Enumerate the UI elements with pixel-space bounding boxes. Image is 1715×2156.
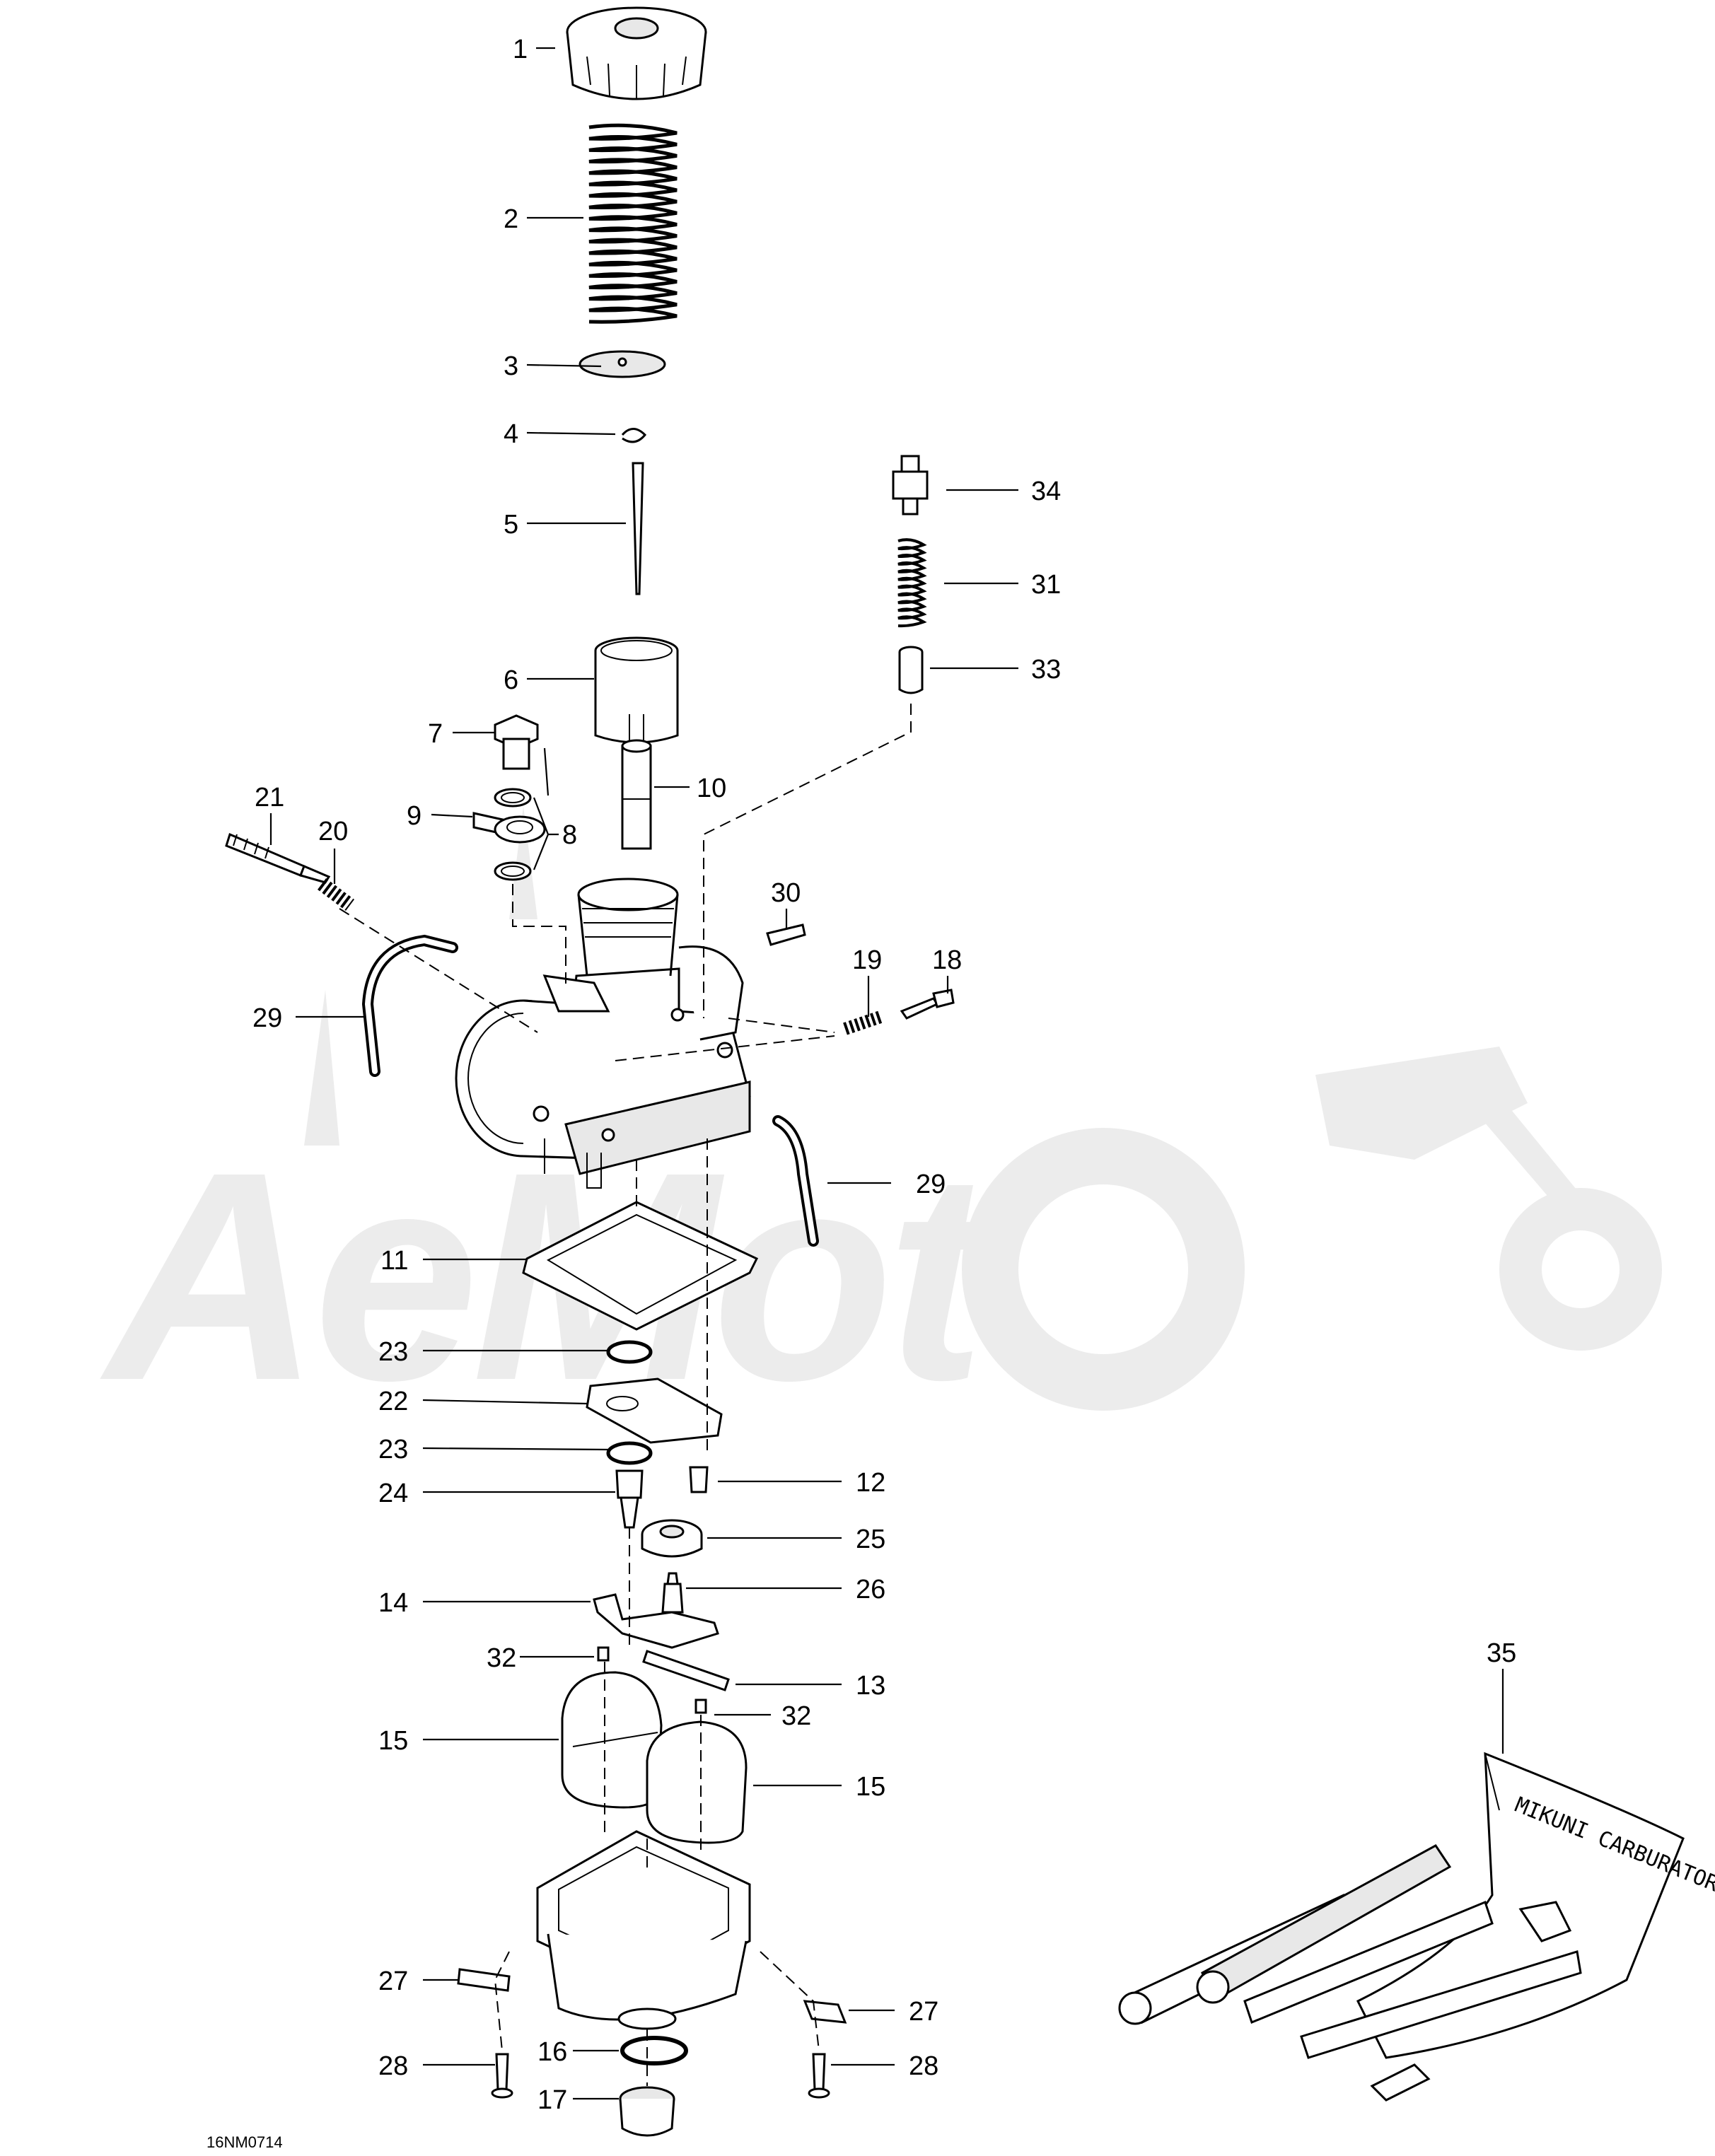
callout-11: 11 xyxy=(380,1246,408,1276)
callout-31: 31 xyxy=(1031,570,1061,600)
callout-12: 12 xyxy=(856,1468,885,1498)
callout-23-lower: 23 xyxy=(378,1435,408,1464)
callout-19: 19 xyxy=(852,945,882,975)
part-15-float-left xyxy=(561,1671,663,1809)
callout-28-right: 28 xyxy=(909,2051,938,2081)
callout-14: 14 xyxy=(378,1588,408,1618)
part-5-jet-needle xyxy=(632,462,644,595)
part-32-float-pin-upper xyxy=(597,1646,610,1662)
part-2-throttle-valve-spring xyxy=(588,123,678,324)
callout-29-left: 29 xyxy=(252,1003,282,1033)
part-26-main-jet xyxy=(661,1572,684,1614)
part-33-cable-guide xyxy=(898,646,924,694)
callout-2: 2 xyxy=(504,204,518,234)
callout-3: 3 xyxy=(504,351,518,381)
callout-13: 13 xyxy=(856,1671,885,1701)
callout-30: 30 xyxy=(771,878,801,908)
part-19-throttle-stop-spring xyxy=(843,1010,883,1035)
callout-35: 35 xyxy=(1487,1638,1516,1668)
callout-33: 33 xyxy=(1031,655,1061,684)
callouts: 1 2 3 4 5 6 7 8 9 10 21 20 30 19 18 29 2… xyxy=(252,35,1516,2115)
callout-32-upper: 32 xyxy=(487,1643,516,1673)
part-float-bowl xyxy=(536,1830,751,2030)
part-29-vent-hose-right xyxy=(772,1115,819,1247)
part-20-pilot-screw-spring xyxy=(318,878,354,911)
part-8-washers xyxy=(494,788,532,881)
callout-20: 20 xyxy=(318,817,348,846)
callout-24: 24 xyxy=(378,1479,408,1508)
callout-1: 1 xyxy=(513,35,528,64)
part-27-clip-left xyxy=(457,1968,511,1992)
part-30-screw xyxy=(766,923,806,946)
part-25-baffle xyxy=(641,1519,703,1558)
part-carburetor-body xyxy=(455,878,751,1189)
callout-7: 7 xyxy=(428,719,443,749)
part-14-float-arm xyxy=(593,1593,719,1649)
part-32-float-pin-lower xyxy=(694,1698,707,1714)
part-34-cable-adjuster xyxy=(892,455,929,515)
callout-21: 21 xyxy=(255,783,284,812)
part-23-o-ring-lower xyxy=(606,1441,653,1465)
callout-23-upper: 23 xyxy=(378,1337,408,1367)
part-24-needle-jet xyxy=(615,1469,644,1529)
watermark: AeMoto xyxy=(97,806,1662,1443)
callout-22: 22 xyxy=(378,1387,408,1416)
part-29-vent-hose-left xyxy=(361,934,458,1077)
part-3-spring-seat xyxy=(579,350,666,378)
callout-18: 18 xyxy=(932,945,962,975)
part-16-o-ring xyxy=(620,2036,688,2065)
part-17-drain-plug xyxy=(619,2086,675,2137)
parts: MIKUNI CARBURATOR SPECIAL TOOLS xyxy=(225,6,1715,2137)
callout-15-right: 15 xyxy=(856,1772,885,1802)
part-12-pilot-jet xyxy=(689,1466,709,1493)
part-15-float-right xyxy=(646,1720,748,1844)
callout-34: 34 xyxy=(1031,477,1061,506)
part-21-pilot-air-screw xyxy=(225,832,331,884)
callout-10: 10 xyxy=(697,774,726,803)
part-11-float-chamber-gasket xyxy=(522,1201,759,1331)
part-1-mixing-chamber-cap xyxy=(566,6,707,100)
callout-9: 9 xyxy=(407,801,422,831)
part-23-o-ring-upper xyxy=(606,1340,653,1364)
part-31-cable-spring xyxy=(897,538,927,628)
part-7-banjo-bolt xyxy=(494,714,539,770)
part-28-screw-right xyxy=(808,2053,830,2099)
callout-27-right: 27 xyxy=(909,1997,938,2027)
callout-16: 16 xyxy=(537,2037,567,2067)
callout-17: 17 xyxy=(537,2085,567,2115)
callout-6: 6 xyxy=(504,665,518,695)
callout-5: 5 xyxy=(504,510,518,540)
callout-28-left: 28 xyxy=(378,2051,408,2081)
part-4-e-ring xyxy=(621,428,647,443)
watermark-motorcycle xyxy=(962,1047,1662,1411)
part-9-fuel-fitting xyxy=(472,812,546,844)
callout-32-lower: 32 xyxy=(781,1701,811,1731)
figure-reference-code: 16NM0714 xyxy=(207,2133,283,2151)
part-27-clip-right xyxy=(803,2000,847,2024)
part-35-tool-kit: MIKUNI CARBURATOR SPECIAL TOOLS xyxy=(1118,1752,1715,2102)
callout-15-left: 15 xyxy=(378,1726,408,1756)
callout-27-left: 27 xyxy=(378,1966,408,1996)
callout-4: 4 xyxy=(504,419,518,449)
part-13-float-pin xyxy=(642,1650,730,1691)
assembly-lines xyxy=(339,704,912,2086)
part-22-plate xyxy=(586,1377,723,1444)
part-28-screw-left xyxy=(491,2053,513,2099)
leader-lines xyxy=(269,47,1504,2100)
callout-26: 26 xyxy=(856,1575,885,1604)
callout-29-right: 29 xyxy=(916,1170,946,1199)
part-18-throttle-stop-screw xyxy=(900,989,955,1020)
callout-25: 25 xyxy=(856,1525,885,1554)
part-6-throttle-valve xyxy=(594,636,679,744)
watermark-tower xyxy=(304,806,537,1146)
callout-8: 8 xyxy=(562,820,577,850)
part-10-starter-plunger xyxy=(621,739,652,850)
